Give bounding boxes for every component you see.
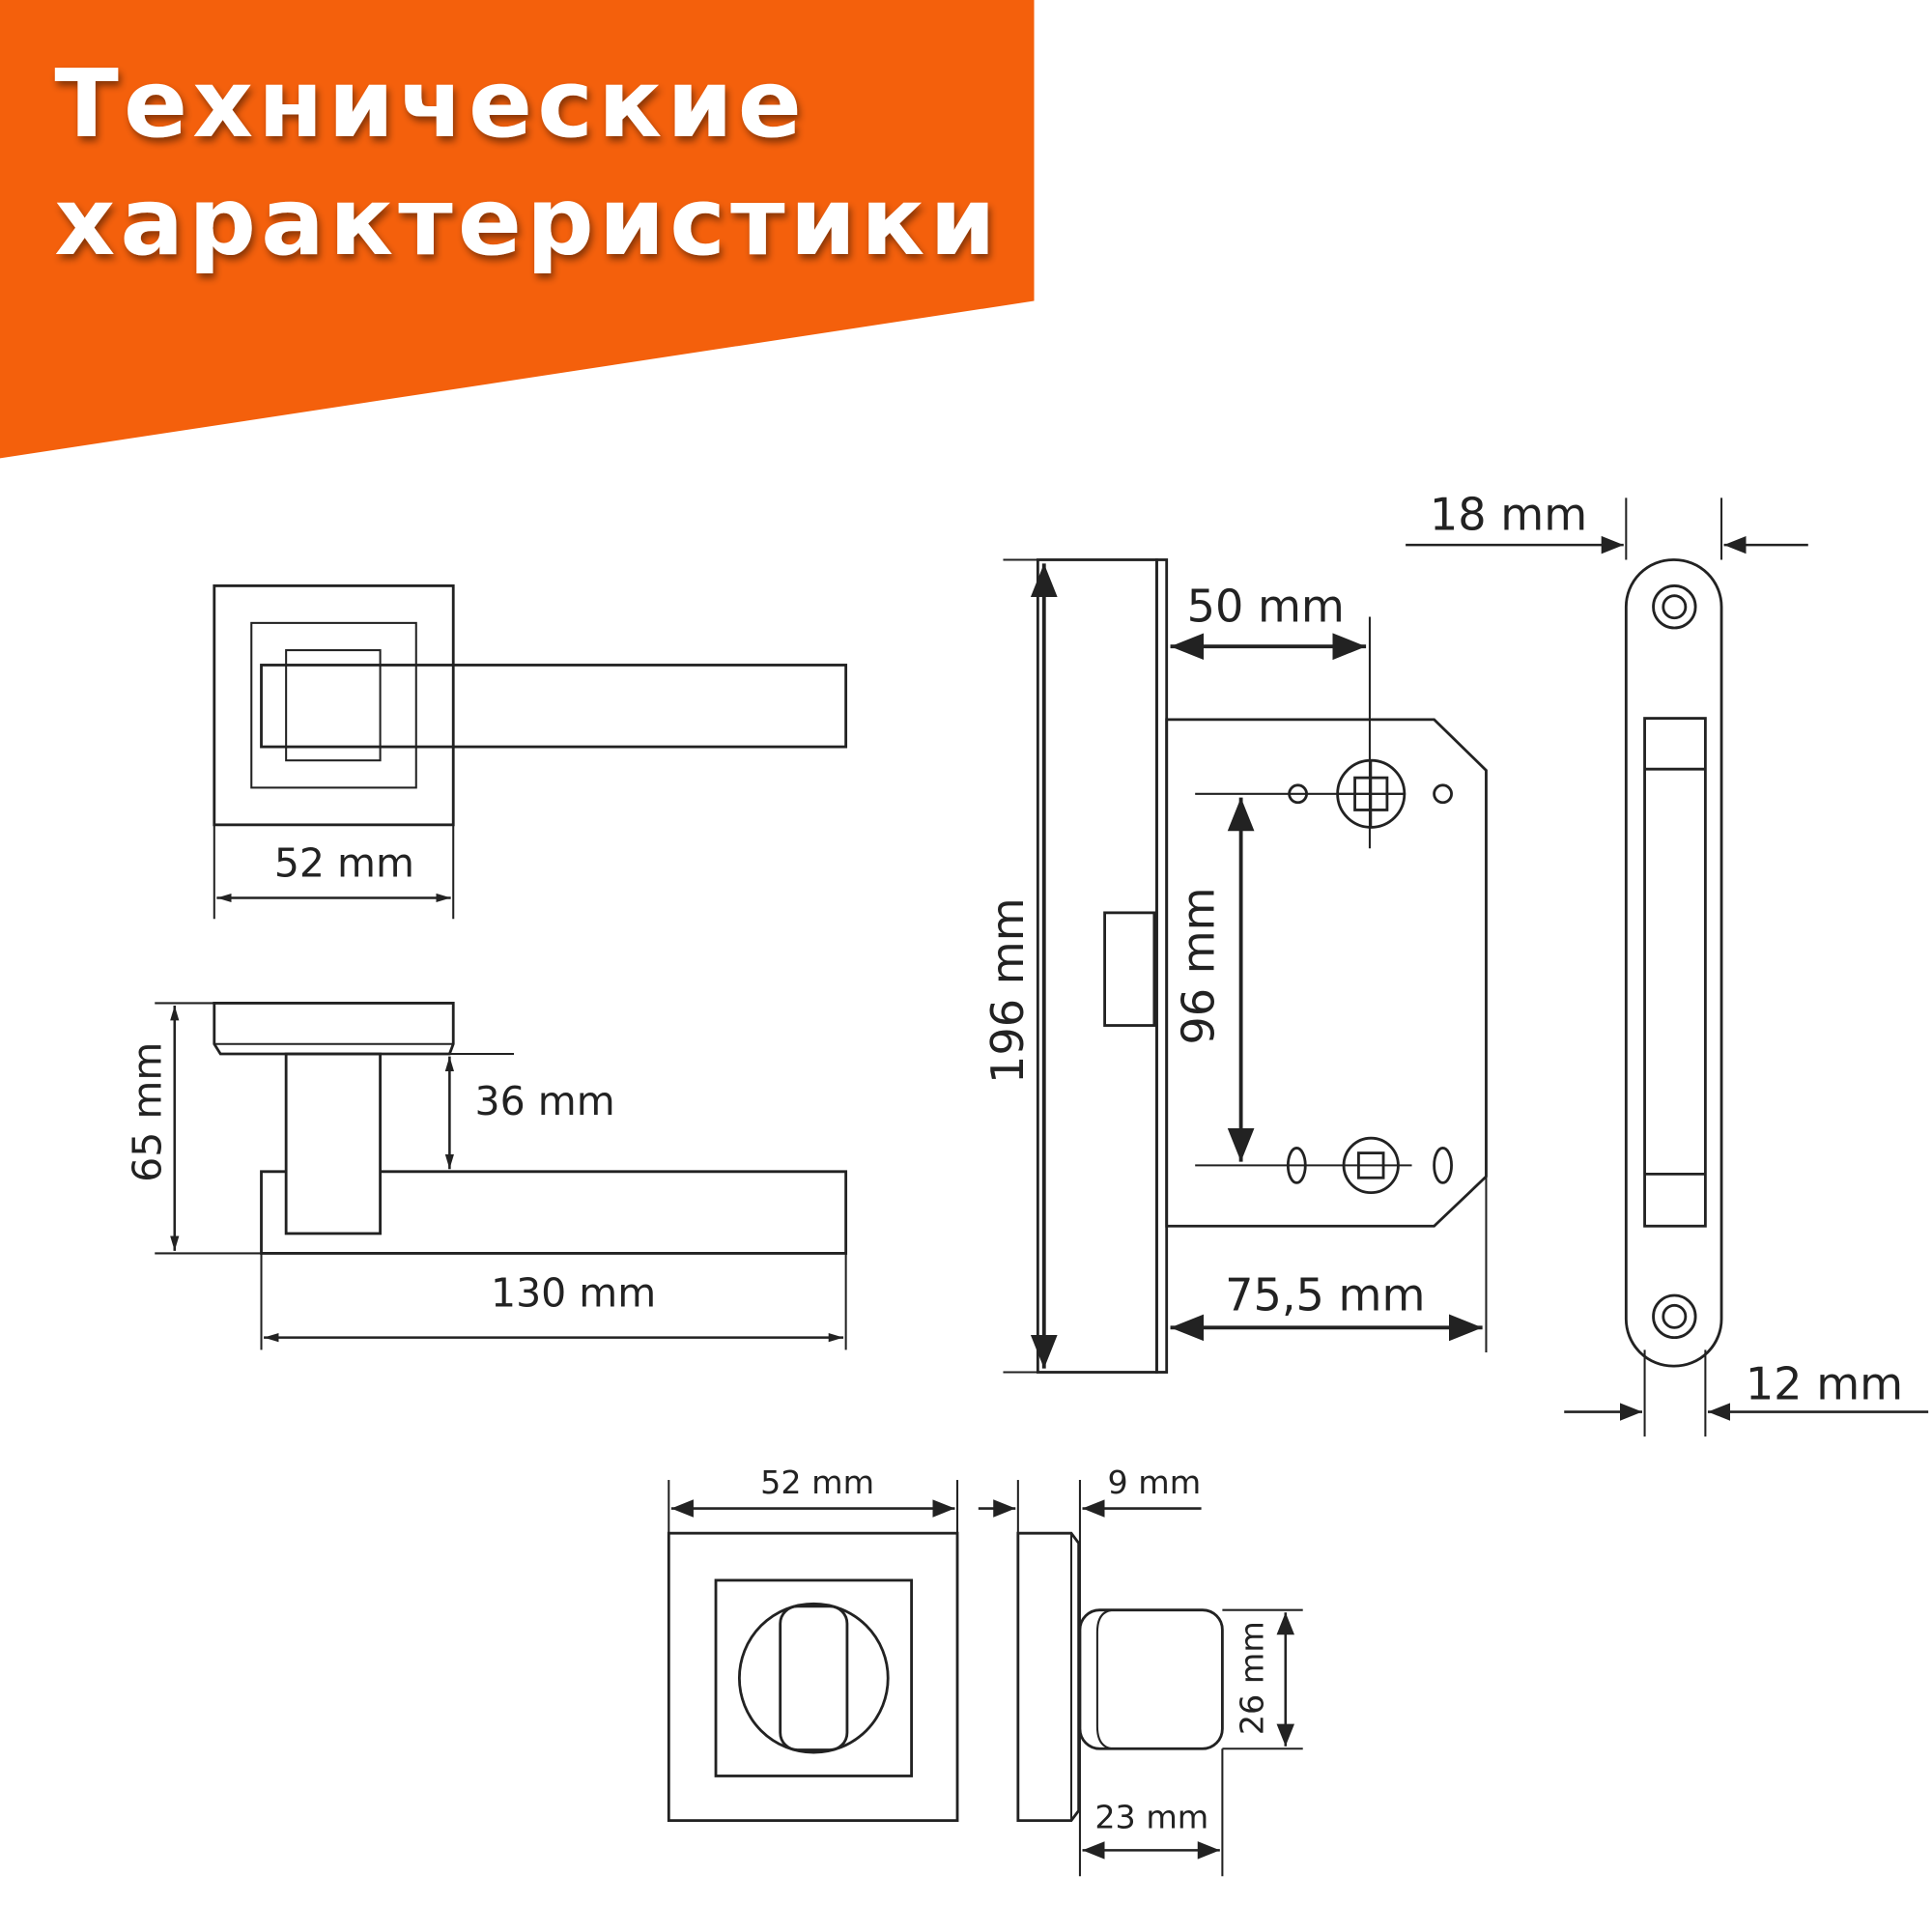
orange-banner: [0, 0, 1035, 459]
lock-faceplate-view: 18 mm 12 mm: [1406, 489, 1929, 1437]
handle-length-label: 130 mm: [491, 1270, 656, 1317]
lock-side-view: 196 mm 50 mm 96 mm 75,5 mm: [981, 558, 1488, 1374]
thumbturn-thickness-label: 9 mm: [1108, 1463, 1202, 1501]
header-banner: Технические характеристики: [0, 0, 1035, 459]
backset-label: 50 mm: [1187, 581, 1345, 633]
handle-projection-label: 36 mm: [475, 1078, 615, 1124]
handle-front-view: 52 mm: [213, 584, 848, 920]
handle-rosette-width-label: 52 mm: [274, 840, 414, 887]
body-thickness-label: 12 mm: [1746, 1358, 1903, 1410]
knob-height-label: 26 mm: [1234, 1621, 1271, 1735]
thumbturn-rosette-width-label: 52 mm: [760, 1463, 874, 1501]
faceplate-height-label: 196 mm: [981, 897, 1034, 1084]
title-line-2: характеристики: [54, 167, 1000, 276]
handle-side-view: 65 mm 36 mm 130 mm: [125, 1002, 848, 1350]
faceplate-width-label: 18 mm: [1430, 489, 1587, 541]
thumbturn-front-view: 52 mm: [667, 1463, 959, 1823]
center-distance-label: 96 mm: [1172, 887, 1224, 1044]
knob-depth-label: 23 mm: [1094, 1798, 1208, 1835]
title-line-1: Технические: [54, 49, 807, 158]
body-depth-label: 75,5 mm: [1225, 1268, 1425, 1321]
thumbturn-side-view: 9 mm 26 mm 23 mm: [978, 1463, 1303, 1877]
handle-height-label: 65 mm: [125, 1042, 171, 1182]
